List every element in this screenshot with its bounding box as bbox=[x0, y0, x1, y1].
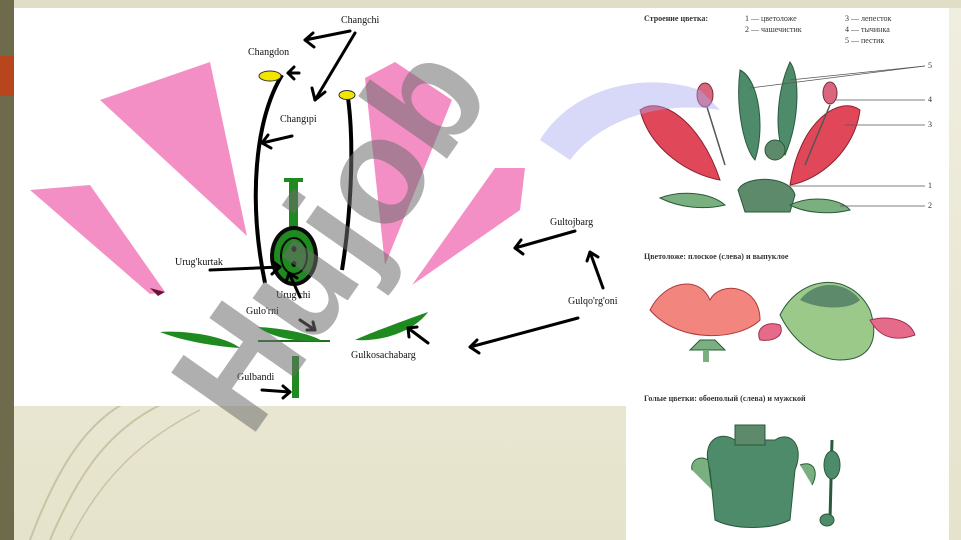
label-gulkosachabarg: Gulkosachabarg bbox=[351, 350, 416, 361]
label-urugchi: Urug'chi bbox=[276, 290, 311, 301]
anther-right bbox=[338, 90, 356, 100]
reference-structure-title: Строение цветка: bbox=[644, 14, 709, 23]
arrow-gulqorgoni-petal bbox=[588, 250, 605, 290]
label-urugkurtak: Urug'kurtak bbox=[175, 257, 223, 268]
arrow-urugkurtak bbox=[208, 265, 282, 272]
petal-lower-left bbox=[30, 185, 165, 294]
petal-upper-left bbox=[100, 62, 247, 236]
receptacle-flowers bbox=[649, 282, 916, 362]
reference-legend-item-2: 2 — чашечистик bbox=[745, 25, 802, 34]
reference-number-4: 4 bbox=[928, 95, 932, 104]
reference-legend-item-3: 3 — лепесток bbox=[845, 14, 892, 23]
sepal-right bbox=[355, 312, 428, 341]
reference-legend-item-5: 5 — пестик bbox=[845, 36, 885, 45]
watermark-shape bbox=[540, 82, 720, 160]
naked-flowers bbox=[691, 424, 841, 528]
petal-upper-right bbox=[365, 62, 452, 265]
stamen-filament-left bbox=[253, 73, 284, 284]
label-gulorni: Gulo'rni bbox=[246, 306, 279, 317]
reference-number-2: 2 bbox=[928, 201, 932, 210]
naked-flowers-caption: Голые цветки: обоеполый (слева) и мужско… bbox=[644, 394, 806, 403]
label-gulqorgoni: Gulqo'rg'oni bbox=[568, 296, 618, 307]
slide-left-bar bbox=[0, 0, 14, 540]
petal-lower-right bbox=[412, 168, 525, 285]
anther-left bbox=[258, 70, 282, 82]
ovule bbox=[291, 246, 297, 252]
label-gulbandi: Gulbandi bbox=[237, 372, 275, 383]
receptacle-caption: Цветоложе: плоское (слева) и выпуклое bbox=[644, 252, 789, 261]
stamen-filament-right bbox=[340, 97, 354, 271]
arrow-gulbandi bbox=[260, 388, 292, 394]
pistil-style bbox=[289, 178, 298, 230]
reference-legend-item-4: 4 — тычинка bbox=[845, 25, 890, 34]
ovule bbox=[291, 261, 297, 267]
exploded-flower bbox=[639, 61, 926, 214]
pistil-stigma bbox=[284, 178, 303, 182]
arrow-changchi-changchipi bbox=[313, 31, 357, 102]
arrow-gulqorgoni-sepal bbox=[468, 316, 580, 349]
reference-legend-item-1: 1 — цветоложе bbox=[745, 14, 797, 23]
label-gultojbarg: Gultojbarg bbox=[550, 217, 594, 228]
watermark-text: Hujob bbox=[139, 14, 520, 458]
reference-number-5: 5 bbox=[928, 61, 932, 70]
arrow-gulkosachabarg bbox=[406, 326, 430, 345]
slide-left-accent bbox=[0, 56, 14, 96]
sepal-center bbox=[258, 327, 322, 342]
arrow-gultojbarg bbox=[513, 229, 577, 250]
sepal-left bbox=[160, 331, 240, 348]
label-changdon: Changdon bbox=[248, 47, 290, 58]
flower-diagram-panel bbox=[14, 8, 628, 406]
arrow-changchipi bbox=[260, 134, 294, 145]
pedicel bbox=[292, 356, 299, 398]
label-changchi: Changchi bbox=[341, 15, 380, 26]
slide-top-band bbox=[14, 0, 961, 8]
arrow-changchi-changdon bbox=[303, 29, 352, 42]
label-changchipi: Changıpi bbox=[280, 114, 317, 125]
arrow-urugchi bbox=[287, 271, 302, 299]
reference-number-3: 3 bbox=[928, 120, 932, 129]
arrow-gulorni bbox=[298, 318, 317, 332]
reference-number-1: 1 bbox=[928, 181, 932, 190]
